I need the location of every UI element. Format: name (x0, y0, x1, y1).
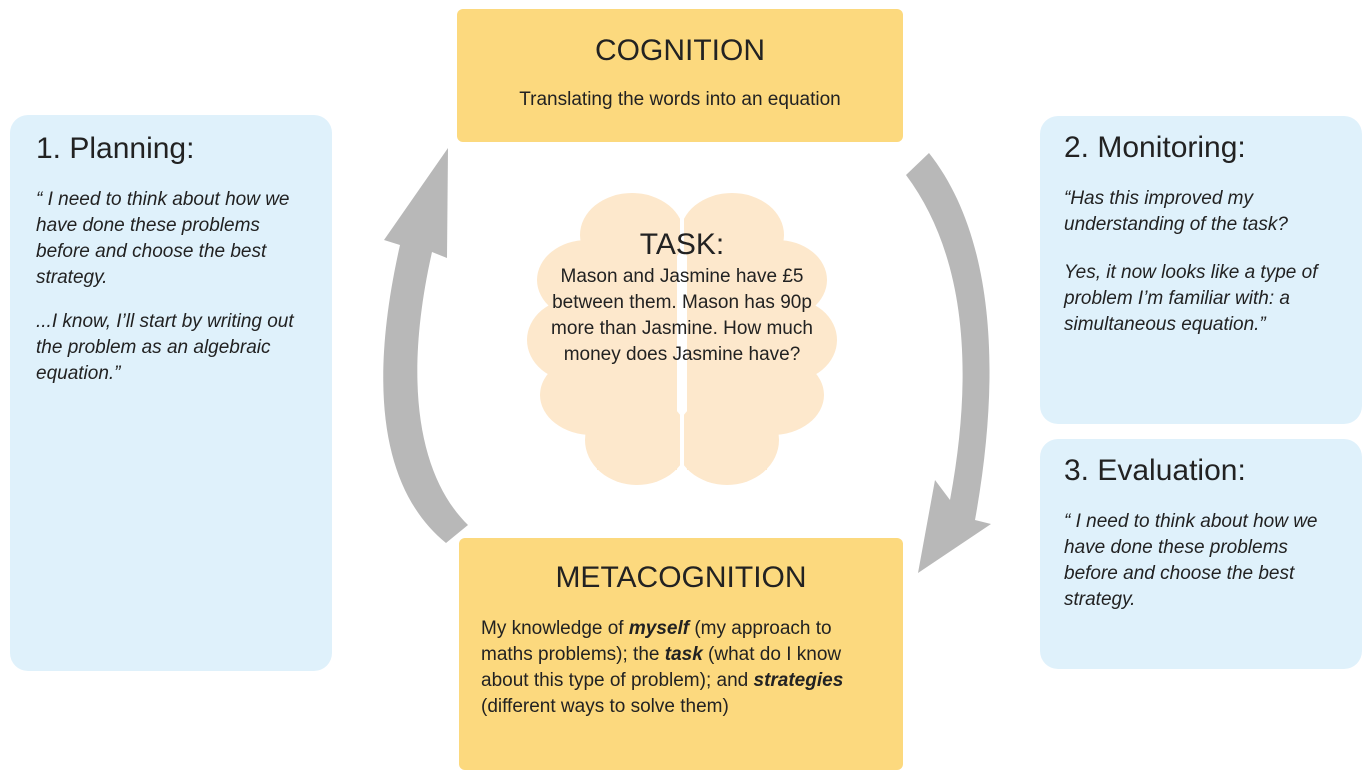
metacognition-box: METACOGNITION My knowledge of myself (my… (459, 538, 903, 770)
metacognition-title: METACOGNITION (555, 561, 807, 594)
metacognition-text: My knowledge of (481, 618, 629, 639)
evaluation-quote-1: “ I need to think about how we have done… (1064, 511, 1318, 610)
task-body: Mason and Jasmine have £5 between them. … (551, 266, 813, 365)
cognition-subtitle: Translating the words into an equation (519, 89, 841, 110)
metacognition-emphasis-myself: myself (628, 618, 690, 639)
evaluation-box: 3. Evaluation: “ I need to think about h… (1040, 439, 1362, 669)
planning-quote-2: ...I know, I’ll start by writing out the… (36, 311, 294, 384)
brain-icon (527, 193, 837, 485)
monitoring-box: 2. Monitoring: “Has this improved my und… (1040, 116, 1362, 424)
metacognition-text: (what do I know about this type of probl… (481, 644, 842, 691)
right-cycle-arrow (906, 153, 991, 573)
left-cycle-arrow (383, 148, 468, 543)
metacognition-emphasis-strategies: strategies (753, 670, 844, 691)
metacognition-text: (different ways to solve them) (481, 696, 729, 717)
planning-quote-1: “ I need to think about how we have done… (36, 189, 290, 288)
evaluation-quote: “ I need to think about how we have done… (1064, 509, 1344, 613)
planning-box: 1. Planning: “ I need to think about how… (10, 115, 332, 671)
cognition-box: COGNITION Translating the words into an … (457, 9, 903, 142)
monitoring-quote-2: Yes, it now looks like a type of problem… (1064, 262, 1318, 335)
task-brain: TASK: Mason and Jasmine have £5 between … (527, 190, 837, 495)
planning-title: 1. Planning: (36, 132, 195, 165)
metacognition-text: (my approach to maths problems); the (481, 618, 832, 665)
metacognition-emphasis-task: task (664, 644, 703, 665)
task-text-block: TASK: Mason and Jasmine have £5 between … (547, 228, 817, 368)
planning-quote: “ I need to think about how we have done… (36, 187, 312, 387)
evaluation-title: 3. Evaluation: (1064, 454, 1246, 487)
monitoring-quote: “Has this improved my understanding of t… (1064, 186, 1344, 338)
metacognition-body: My knowledge of myself (my approach to m… (479, 616, 883, 720)
monitoring-title: 2. Monitoring: (1064, 131, 1246, 164)
task-title: TASK: (639, 228, 725, 261)
monitoring-quote-1: “Has this improved my understanding of t… (1064, 188, 1288, 235)
cognition-title: COGNITION (595, 34, 765, 67)
